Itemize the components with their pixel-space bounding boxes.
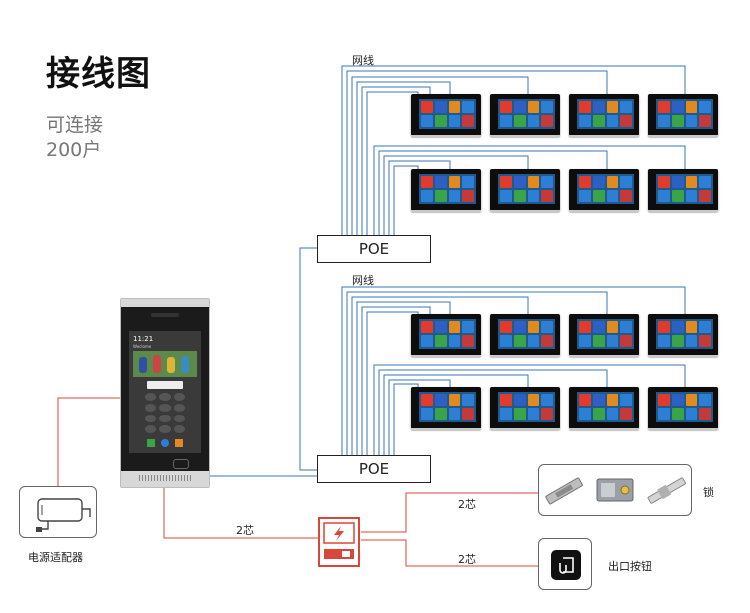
wire-label-lock: 2芯 [458,498,476,511]
poe-switch-top: POE [317,235,431,263]
indoor-monitor [569,387,639,431]
indoor-monitor [490,314,560,358]
locks-card [538,464,692,516]
lock-devices-icon [545,477,686,505]
exit-button-icon [551,550,581,580]
door-station-screen: 11:21 Weclome [129,331,201,453]
door-station-body: 11:21 Weclome [121,307,209,471]
indoor-monitor [411,94,481,138]
door-station-panel: 11:21 Weclome [120,298,210,488]
indoor-monitor [569,94,639,138]
lock-label: 锁 [703,486,714,499]
power-adapter-label: 电源适配器 [28,551,83,564]
poe-link [208,247,318,477]
screen-brand: Weclome [133,344,152,349]
indoor-monitor [648,314,718,358]
power-wires [57,397,538,567]
capacity-line-2: 200户 [46,139,102,161]
power-adapter-icon [36,498,91,532]
indoor-monitor [648,387,718,431]
wire-label-main: 2芯 [236,524,254,537]
card-reader-icon [173,459,189,469]
call-icon [147,439,155,447]
exit-button-card [538,538,592,590]
network-cables-top [341,65,686,236]
screen-time: 11:21 [133,335,154,343]
indoor-monitor [569,314,639,358]
indoor-monitor [411,387,481,431]
power-controller [318,517,360,567]
indoor-monitor [490,169,560,213]
network-cable-label-bottom: 网线 [352,274,374,287]
wire-label-exit: 2芯 [458,553,476,566]
indoor-monitor [648,169,718,213]
lightning-icon [323,522,355,559]
power-adapter-card [19,486,97,538]
network-cable-label-top: 网线 [352,54,374,67]
poe-switch-bottom: POE [317,455,431,483]
indoor-monitor [648,94,718,138]
exit-button-label: 出口按钮 [608,560,652,573]
screen-photo [133,351,197,377]
screen-input [147,381,183,389]
indoor-monitor [490,94,560,138]
keypad [145,393,185,433]
user-icon [175,439,183,447]
speaker-grille [139,475,191,481]
network-cables-bottom [341,286,686,455]
indoor-monitor [411,314,481,358]
indoor-monitor [411,169,481,213]
page-title: 接线图 [46,54,151,94]
capacity-line-1: 可连接 [46,114,104,136]
indoor-monitor [490,387,560,431]
camera-icon [151,313,179,317]
indoor-monitor [569,169,639,213]
settings-icon [161,439,169,447]
